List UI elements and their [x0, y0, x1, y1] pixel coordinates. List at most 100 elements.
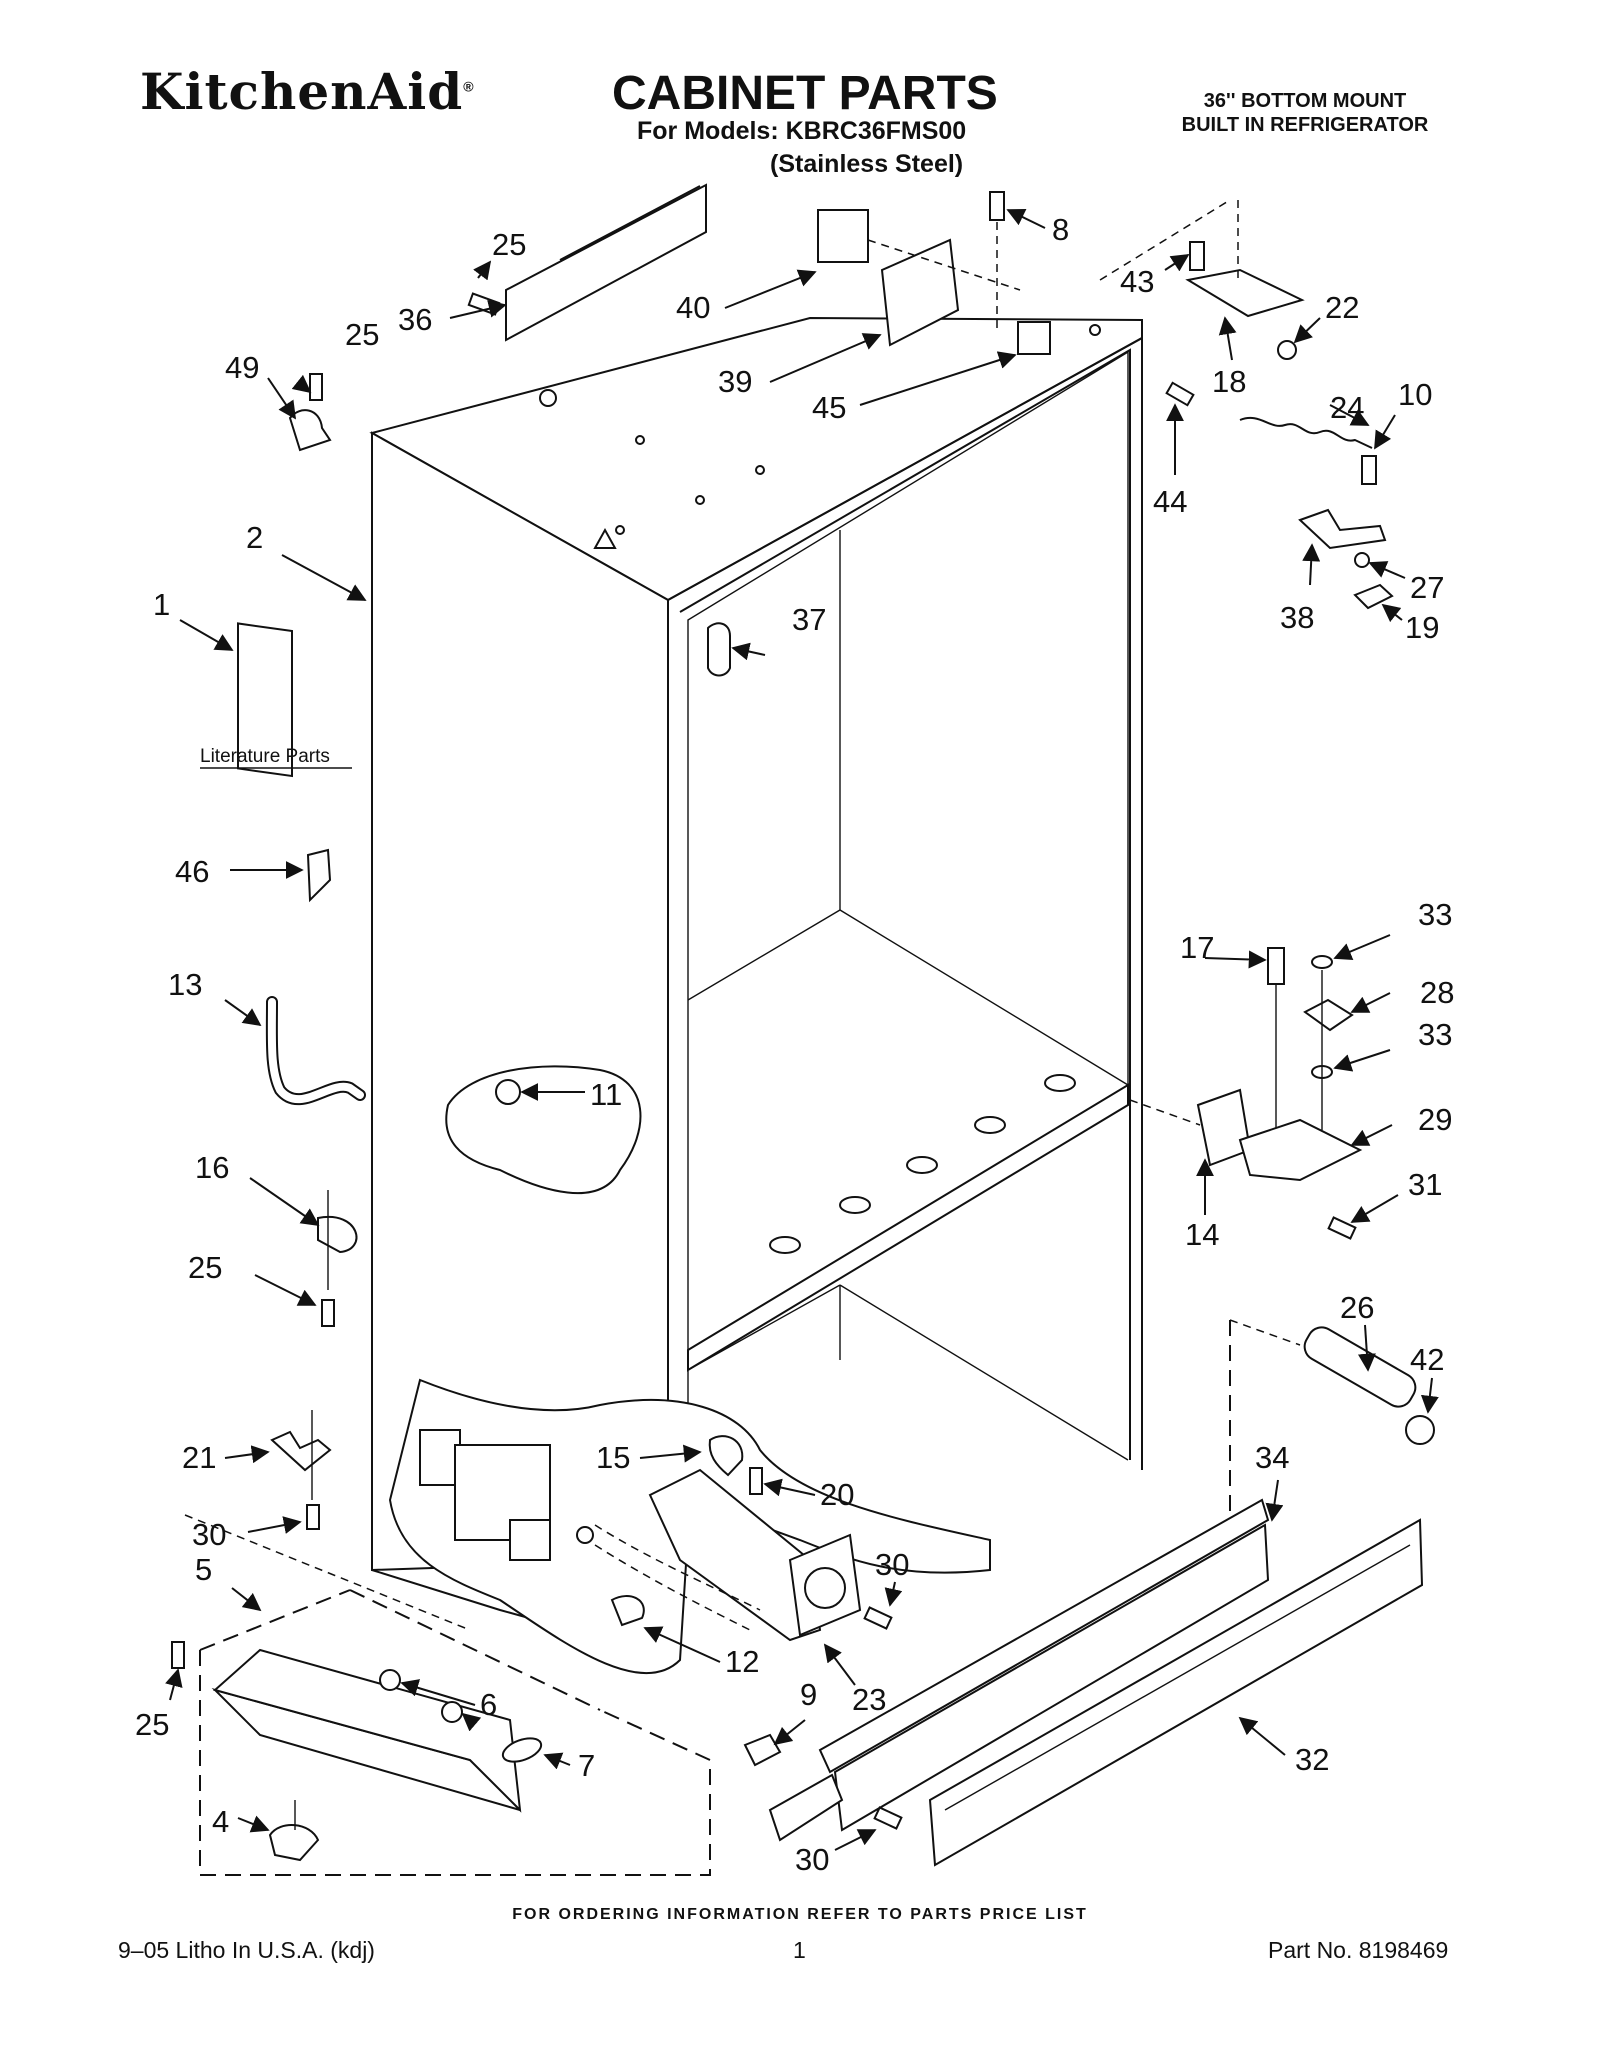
litho-note: 9–05 Litho In U.S.A. (kdj) [118, 1937, 375, 1963]
callout-44: 44 [1153, 484, 1187, 519]
washer-33 [1311, 955, 1333, 969]
callout-46: 46 [175, 854, 209, 889]
mullion [687, 1083, 1129, 1372]
clamp-16 [317, 1215, 358, 1254]
registered-mark: ® [463, 78, 475, 95]
connector-45 [1017, 321, 1051, 355]
ordering-note: FOR ORDERING INFORMATION REFER TO PARTS … [512, 1906, 1088, 1923]
callout-36: 36 [398, 302, 432, 337]
callout-26: 26 [1340, 1290, 1374, 1325]
clip-9 [743, 1733, 782, 1767]
callout-16: 16 [195, 1150, 229, 1185]
callout-38: 38 [1280, 600, 1314, 635]
callout-30-mid: 30 [875, 1547, 909, 1582]
part-number: Part No. 8198469 [1268, 1937, 1449, 1963]
page-number: 1 [793, 1937, 806, 1963]
callout-39: 39 [718, 364, 752, 399]
callout-27: 27 [1410, 570, 1444, 605]
screw [306, 1504, 320, 1530]
insulation-cutaway [445, 1065, 642, 1194]
callout-42: 42 [1410, 1342, 1444, 1377]
back-panel [505, 183, 707, 342]
clip-12 [610, 1595, 645, 1627]
callout-19: 19 [1405, 610, 1439, 645]
screw-8 [989, 191, 1005, 221]
vent-hole [906, 1156, 938, 1174]
callout-28: 28 [1420, 975, 1454, 1010]
callout-40: 40 [676, 290, 710, 325]
mount-40 [817, 209, 869, 263]
callout-43: 43 [1120, 264, 1154, 299]
subtitle-line-1: 36'' BOTTOM MOUNT [1203, 90, 1407, 112]
clip-46 [306, 848, 332, 903]
screw [321, 1299, 335, 1327]
callout-33-bottom: 33 [1418, 1017, 1452, 1052]
callout-7: 7 [578, 1748, 595, 1783]
bracket-37 [707, 622, 731, 677]
screw [863, 1606, 893, 1630]
hinge-29 [1238, 1118, 1363, 1182]
callout-14: 14 [1185, 1217, 1219, 1252]
plug-11 [495, 1079, 521, 1105]
models-line: For Models: KBRC36FMS00 [637, 117, 967, 145]
callout-arrows [165, 208, 1439, 1851]
callout-5: 5 [195, 1552, 212, 1587]
vent-hole [1044, 1074, 1076, 1092]
plate-19 [1353, 583, 1394, 610]
page-title: CABINET PARTS [612, 67, 998, 120]
callout-1: 1 [153, 587, 170, 622]
screw [309, 373, 323, 401]
screw-25 [171, 1641, 185, 1669]
cap-42 [1405, 1415, 1435, 1445]
callout-22: 22 [1325, 290, 1359, 325]
vent-hole [769, 1236, 801, 1254]
callout-25-left-top: 25 [345, 317, 379, 352]
callout-30-left: 30 [192, 1517, 226, 1552]
callout-23: 23 [852, 1682, 886, 1717]
hinge-18 [1185, 268, 1305, 318]
literature-parts-label: Literature Parts [200, 746, 330, 767]
callout-24: 24 [1330, 390, 1364, 425]
cylinder-26 [1303, 1326, 1417, 1408]
leveling-assembly [171, 1514, 711, 1876]
washer-27 [1354, 552, 1370, 568]
callout-29: 29 [1418, 1102, 1452, 1137]
callout-49: 49 [225, 350, 259, 385]
callout-25-mid: 25 [188, 1250, 222, 1285]
callout-8: 8 [1052, 212, 1069, 247]
callout-labels: 1 2 4 5 6 7 8 9 10 11 12 13 14 15 16 17 … [135, 212, 1454, 1877]
callout-18: 18 [1212, 364, 1246, 399]
callout-30-bottom: 30 [795, 1842, 829, 1877]
hinge-pin-17 [1267, 947, 1285, 985]
vent-hole [839, 1196, 871, 1214]
callout-21: 21 [182, 1440, 216, 1475]
callout-12: 12 [725, 1644, 759, 1679]
clamp-15 [708, 1435, 744, 1477]
grommet-6 [441, 1701, 463, 1723]
callout-25-top: 25 [492, 227, 526, 262]
cavity-floor [687, 909, 1129, 1086]
spring-24 [1239, 417, 1373, 449]
callout-4: 4 [212, 1804, 229, 1839]
kick-plate-32 [928, 1518, 1424, 1867]
callout-13: 13 [168, 967, 202, 1002]
screw-20 [749, 1467, 763, 1495]
grommet-6 [379, 1669, 401, 1691]
callout-20: 20 [820, 1477, 854, 1512]
literature-booklet [237, 622, 293, 778]
callout-37: 37 [792, 602, 826, 637]
leveler-4 [268, 1823, 320, 1862]
grille-34 [833, 1523, 1270, 1832]
brand-logo: KitchenAid® [140, 62, 475, 121]
screw [873, 1806, 903, 1830]
wiring-cutaway [388, 1378, 991, 1675]
callout-32: 32 [1295, 1742, 1329, 1777]
callout-15: 15 [596, 1440, 630, 1475]
plate-28 [1303, 998, 1354, 1032]
callout-10: 10 [1398, 377, 1432, 412]
callout-2: 2 [246, 520, 263, 555]
brand-name: KitchenAid [140, 62, 464, 121]
subtitle-line-2: BUILT IN REFRIGERATOR [1181, 114, 1429, 136]
screw-44 [1165, 381, 1195, 407]
